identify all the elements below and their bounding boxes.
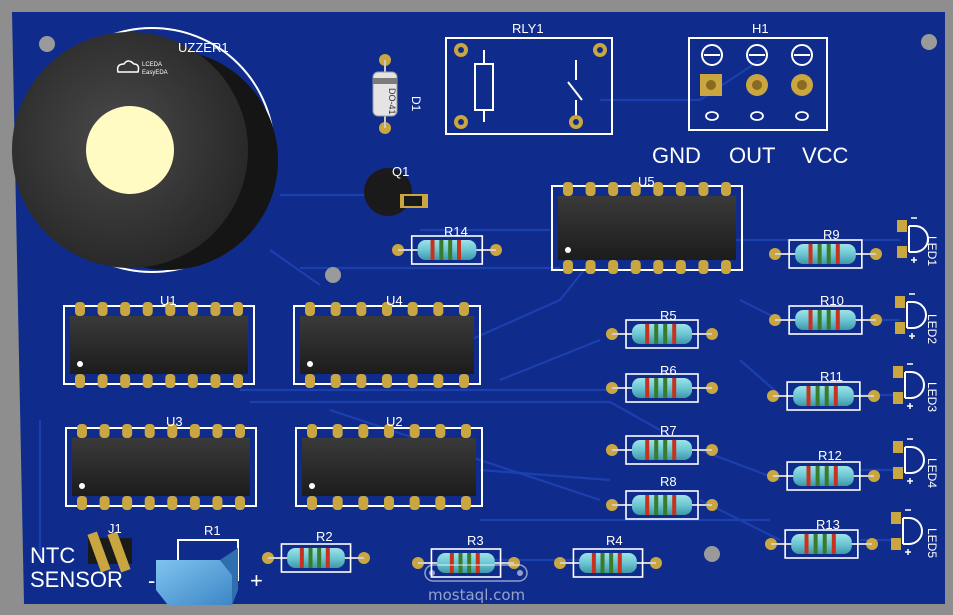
led-led3: [893, 363, 925, 409]
led-led4: [893, 438, 925, 484]
transistor-designator: Q1: [392, 164, 409, 179]
watermark-text: mostaql.com: [428, 586, 525, 604]
resistor-r5: [606, 319, 718, 349]
r14-designator: R14: [444, 224, 468, 239]
terminal-block-h1: [688, 37, 828, 131]
r12-designator: R12: [818, 448, 842, 463]
connector-j1: [87, 531, 132, 573]
relay-designator: RLY1: [512, 21, 544, 36]
r10-designator: R10: [820, 293, 844, 308]
potentiometer-r1: [156, 539, 239, 605]
led5-designator: LED5: [925, 528, 939, 558]
resistor-r11: [767, 381, 880, 411]
led3-designator: LED3: [925, 382, 939, 412]
r1-designator: R1: [204, 523, 221, 538]
resistor-r7: [606, 435, 718, 465]
led-led5: [891, 509, 923, 555]
r8-designator: R8: [660, 474, 677, 489]
u2-designator: U2: [386, 414, 403, 429]
led-group: [891, 217, 929, 555]
led-led1: [897, 217, 929, 263]
resistor-r4: [554, 548, 662, 578]
r5-designator: R5: [660, 308, 677, 323]
gnd-label: GND: [652, 143, 701, 168]
resistor-group: [262, 235, 882, 578]
ntc-label: NTC: [30, 543, 75, 568]
brand-line1: LCEDA: [142, 62, 162, 68]
resistor-r8: [606, 490, 718, 520]
diode-body-text: DO-41: [387, 88, 397, 115]
diode-d1: DO-41: [372, 54, 398, 134]
r11-designator: R11: [820, 369, 843, 384]
led1-designator: LED1: [925, 236, 939, 266]
r7-designator: R7: [660, 423, 677, 438]
vcc-label: VCC: [802, 143, 849, 168]
chip-u3: [65, 424, 257, 510]
relay-rly1: [445, 37, 613, 135]
r13-designator: R13: [816, 517, 840, 532]
u1-designator: U1: [160, 293, 177, 308]
resistor-r6: [606, 373, 718, 403]
j1-designator: J1: [108, 521, 122, 536]
r2-designator: R2: [316, 529, 333, 544]
resistor-r2: [262, 543, 370, 573]
chip-u5: [551, 182, 743, 274]
mounting-holes: [39, 34, 937, 562]
led4-designator: LED4: [925, 458, 939, 488]
plus-label: +: [250, 568, 263, 593]
r9-designator: R9: [823, 227, 840, 242]
out-label: OUT: [729, 143, 775, 168]
header-designator: H1: [752, 21, 769, 36]
chip-u4: [293, 302, 481, 388]
resistor-r12: [767, 461, 880, 491]
r3-designator: R3: [467, 533, 484, 548]
resistor-r14: [392, 235, 502, 265]
brand-line2: EasyEDA: [142, 70, 168, 76]
cloud-logo-icon: [116, 60, 140, 73]
diode-designator: D1: [409, 96, 423, 112]
u5-designator: U5: [638, 174, 655, 189]
resistor-r9: [769, 239, 882, 269]
resistor-r13: [765, 529, 878, 559]
watermark: mostaql.com: [424, 564, 528, 604]
buzzer-component: LCEDA EasyEDA: [12, 27, 278, 273]
resistor-r10: [769, 305, 882, 335]
dip-ic-group: [63, 182, 743, 510]
minus-label: -: [148, 568, 155, 593]
led-led2: [895, 293, 927, 339]
chip-u1: [63, 302, 255, 388]
resistor-r3: [412, 548, 520, 578]
u4-designator: U4: [386, 293, 403, 308]
u3-designator: U3: [166, 414, 183, 429]
buzzer-designator: UZZER1: [178, 40, 229, 55]
r4-designator: R4: [606, 533, 623, 548]
transistor-q1: [364, 168, 428, 216]
chip-u2: [295, 424, 483, 510]
r6-designator: R6: [660, 363, 677, 378]
sensor-label: SENSOR: [30, 567, 123, 592]
led2-designator: LED2: [925, 314, 939, 344]
